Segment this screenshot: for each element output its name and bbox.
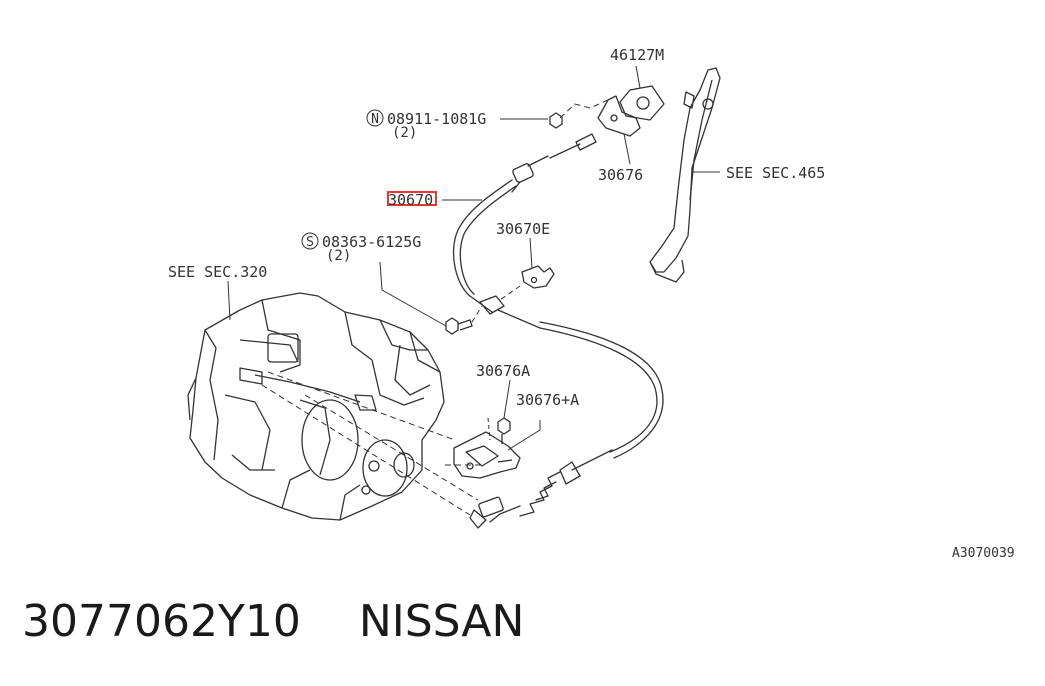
label-08911-1081g: 08911-1081G [387, 110, 486, 128]
highlight-box [387, 191, 437, 206]
transmission-housing [188, 293, 444, 520]
cable-upper-bracket [620, 86, 664, 120]
cable-bracket [454, 432, 520, 478]
label-bolt-qty: (2) [326, 248, 351, 264]
grommet-clip [598, 96, 640, 136]
clutch-pedal-assembly [650, 68, 720, 282]
label-see-sec-465: SEE SEC.465 [726, 164, 825, 182]
hex-nut [550, 113, 562, 128]
brand-name: NISSAN [358, 596, 525, 647]
label-30670: 30670 [388, 191, 433, 209]
part-number: 3077062Y10 [22, 596, 301, 647]
exploded-parts-diagram: 46127M N 08911-1081G (2) 30676 SEE SEC.4… [168, 46, 1015, 561]
label-30676-plus-a: 30676+A [516, 391, 579, 409]
footer: 3077062Y10 NISSAN [22, 596, 524, 656]
label-bolt-prefix: S [306, 235, 314, 250]
label-08363-6125g: 08363-6125G [322, 233, 421, 251]
bolt [446, 318, 472, 334]
label-see-sec-320: SEE SEC.320 [168, 263, 267, 281]
label-nut-qty: (2) [392, 125, 417, 141]
label-30670e: 30670E [496, 220, 550, 238]
clutch-cable [454, 134, 663, 528]
bolt-prefix-circle [301, 232, 319, 250]
label-46127m: 46127M [610, 46, 664, 64]
part-labels: 46127M N 08911-1081G (2) 30676 SEE SEC.4… [168, 46, 1015, 561]
figure-code: A3070039 [952, 546, 1015, 561]
label-30676a: 30676A [476, 362, 530, 380]
nut-prefix-circle [366, 109, 384, 127]
cable-clamp [522, 266, 554, 288]
label-30676: 30676 [598, 166, 643, 184]
label-nut-prefix: N [371, 112, 379, 127]
mounting-dash-lines [261, 371, 480, 516]
